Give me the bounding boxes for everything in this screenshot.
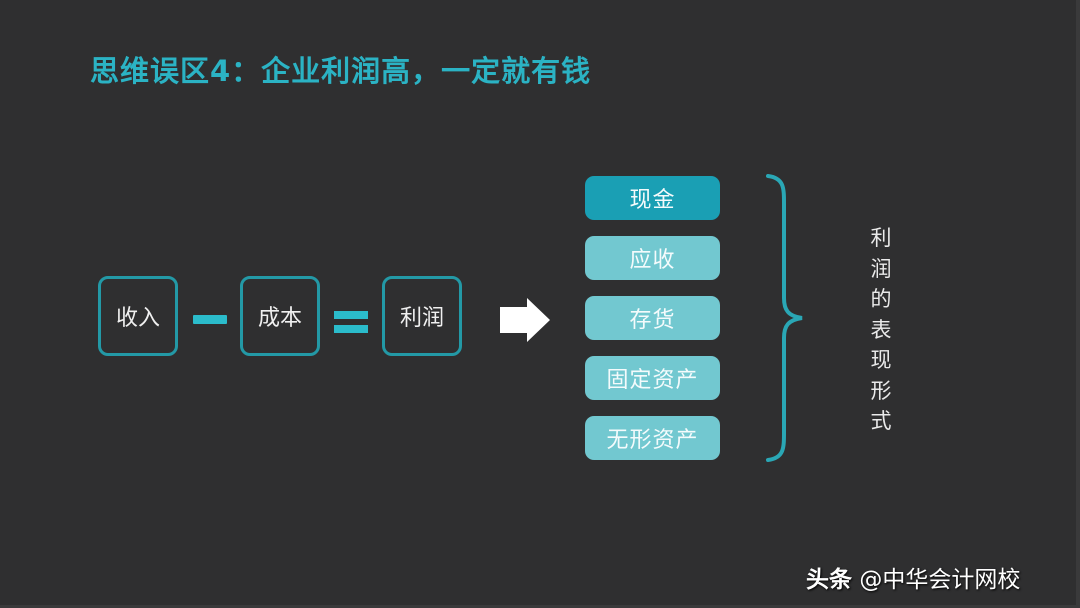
profit-box: 利润: [382, 276, 462, 356]
minus-operator: [193, 315, 227, 324]
watermark: 头条 @中华会计网校: [806, 560, 1020, 594]
equals-operator-bottom: [334, 325, 368, 333]
income-box: 收入: [98, 276, 178, 356]
watermark-account: @中华会计网校: [859, 567, 1021, 593]
right-arrow-icon: [500, 298, 550, 342]
watermark-source: 头条: [806, 567, 852, 593]
right-brace-icon: [766, 174, 803, 462]
equals-operator-top: [334, 311, 368, 319]
profit-form-receivables: 应收: [585, 236, 720, 280]
profit-form-cash: 现金: [585, 176, 720, 220]
slide-title: 思维误区4：企业利润高，一定就有钱: [90, 54, 592, 88]
cost-box: 成本: [240, 276, 320, 356]
profit-form-inventory: 存货: [585, 296, 720, 340]
profit-form-fixed-assets: 固定资产: [585, 356, 720, 400]
profit-form-intangible-assets: 无形资产: [585, 416, 720, 460]
brace-label: 利润的表现形式: [870, 226, 892, 433]
